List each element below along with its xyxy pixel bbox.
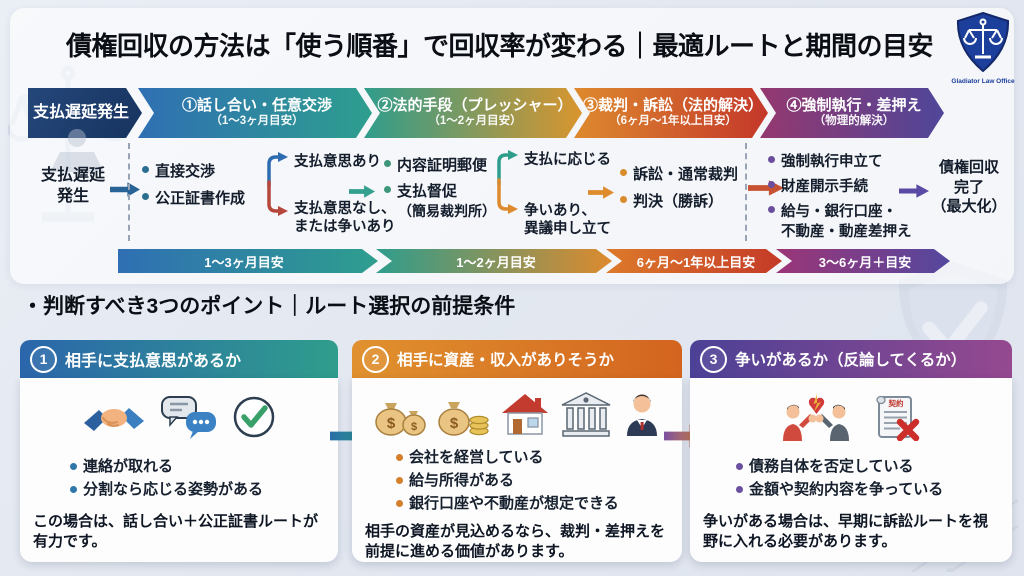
logo-label: Gladiator Law Office [951,78,1015,85]
timeline-segment-3: 6ヶ月〜1年以上目安 [606,249,782,273]
shield-scales-logo-icon [956,11,1010,73]
flow-step1-item: 公正証書作成 [142,187,245,208]
card3-header: 3 争いがあるか（反論してくるか） [690,340,1012,378]
flow-step1-item: 直接交渉 [142,160,215,181]
flow-start-label: 支払遅延 発生 [40,167,105,205]
stage-3-lawsuit: ③裁判・訴訟（法的解決） （6ヶ月〜1年以上目安） [574,88,768,138]
justice-statue-silhouette [50,129,104,172]
card3-icons: 契約 [690,378,1012,448]
svg-text:$: $ [450,415,459,432]
check-circle-icon [233,396,275,438]
stage-2-legal-pressure: ②法的手段（プレッシャー） （1〜2ヶ月目安） [364,88,582,138]
card2-title: 相手に資産・収入がありそうか [397,352,615,369]
stage-divider-dashed [128,143,130,241]
card2-note: 相手の資産が見込めるなら、裁判・差押えを前提に進める価値があります。 [365,522,666,560]
money-bag-coins-icon: $ [438,402,489,437]
flow-step3-item: 判決（勝訴） [620,190,723,211]
money-bags-icon: $ $ [375,403,426,437]
svg-text:$: $ [411,421,417,433]
card2-bullets: 会社を経営している 給与所得がある 銀行口座や不動産が想定できる [396,445,672,518]
card1-number-badge: 1 [30,345,57,373]
conflict-icon [783,394,849,441]
svg-text:$: $ [387,415,396,432]
flow-step4-item: 給与・銀行口座・ [768,200,897,221]
flow-step4-item-line2: 不動産・動産差押え [781,224,912,240]
stage-1-negotiation: ①話し合い・任意交渉 （1〜3ヶ月目安） [138,88,372,138]
card2-number-badge: 2 [362,345,389,373]
section-title: ・判断すべき3つのポイント｜ルート選択の前提条件 [22,295,516,318]
card3-body: 契約 債務自体を否定している 金額や契約内容を争っている [690,378,1012,562]
card1-body: 連絡が取れる 分割なら応じる姿勢がある この場合は、話し合い＋公正証書ルートが有… [20,378,338,562]
bullet-item: 会社を経営している [396,448,672,468]
bullet-item: 債務自体を否定している [736,457,1002,477]
stage-payment-delay: 支払遅延発生 [28,88,142,138]
card1-header: 1 相手に支払意思があるか [20,340,338,378]
flow-end-label: 債権回収 完了 （最大化） [931,159,1007,215]
bullet-item: 連絡が取れる [70,457,328,477]
businessman-icon [627,394,657,437]
card3-bullets: 債務自体を否定している 金額や契約内容を争っている [736,454,1002,504]
card2-body: $ $ $ [352,378,682,562]
flow-step4-item: 財産開示手続 [768,175,868,196]
card2-icons: $ $ $ [352,378,682,443]
card1-title: 相手に支払意思があるか [65,353,242,370]
branch2-down-label-1: 争いあり、 [524,203,596,219]
house-icon [502,394,548,436]
bullet-item: 分割なら応じる姿勢がある [70,480,328,500]
stage-divider-dashed [745,143,747,241]
point-card-1: 1 相手に支払意思があるか [20,340,338,562]
chat-bubbles-icon [161,396,216,439]
bullet-item: 金額や契約内容を争っている [736,480,1002,500]
timeline-segment-2: 1〜2ヶ月目安 [376,249,612,273]
handshake-icon [84,408,144,431]
card3-title: 争いがあるか（反論してくるか） [735,352,967,369]
flow-step2-sub: （簡易裁判所） [398,203,496,219]
branch-split-icon [497,150,518,214]
top-panel [10,8,1014,284]
flow-step2-item: 支払督促 [384,180,457,201]
law-office-logo: Gladiator Law Office [946,11,1020,85]
rejected-contract-icon: 契約 [876,395,920,441]
card1-icons [20,378,338,448]
timeline-segment-1: 1〜3ヶ月目安 [118,249,378,273]
svg-text:契約: 契約 [888,398,904,408]
point-card-2: 2 相手に資産・収入がありそうか $ $ $ [352,340,682,562]
branch1-up-label: 支払意思あり [294,154,381,170]
card1-bullets: 連絡が取れる 分割なら応じる姿勢がある [70,454,328,504]
branch2-up-label: 支払に応じる [524,152,611,168]
stage-4-enforcement: ④強制執行・差押え （物理的解決） [760,88,944,138]
branch2-down-label-2: 異議申し立て [524,221,611,237]
bullet-item: 銀行口座や不動産が想定できる [396,494,672,514]
flow-step4-item: 強制執行申立て [768,150,883,171]
card3-number-badge: 3 [700,345,727,373]
page-title: 債権回収の方法は「使う順番」で回収率が変わる｜最適ルートと期間の目安 [66,31,934,61]
branch1-down-label-1: 支払意思なし、 [294,201,396,217]
bullet-item: 給与所得がある [396,471,672,491]
flow-step2-item: 内容証明郵便 [384,154,487,175]
point-card-3: 3 争いがあるか（反論してくるか） [690,340,1012,562]
card2-header: 2 相手に資産・収入がありそうか [352,340,682,378]
branch1-down-label-2: または争いあり [294,219,396,235]
flow-step3-item: 訴訟・通常裁判 [620,163,738,184]
card3-note: 争いがある場合は、早期に訴訟ルートを視野に入れる必要があります。 [703,512,989,550]
bank-icon [561,392,611,438]
branch-split-icon [267,152,288,216]
card1-note: この場合は、話し合い＋公正証書ルートが有力です。 [33,512,319,550]
timeline-segment-4: 3〜6ヶ月＋目安 [776,249,950,273]
